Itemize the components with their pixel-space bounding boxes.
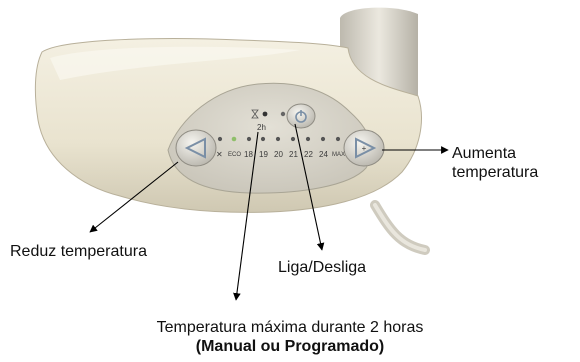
scale-max-label: MAX <box>332 152 345 158</box>
power-cable <box>375 205 425 250</box>
power-button[interactable] <box>287 104 315 128</box>
increase-label-line2: temperatura <box>452 163 538 183</box>
led-dot <box>263 112 268 117</box>
decrease-label: Reduz temperatura <box>10 242 147 262</box>
led-dot <box>306 137 310 141</box>
led-dot <box>276 137 280 141</box>
led-dot <box>218 137 222 141</box>
led-dot <box>321 137 325 141</box>
scale-eco-label: ECO <box>228 152 241 158</box>
scale-label: 22 <box>304 150 313 159</box>
led-dot <box>336 137 340 141</box>
scale-label: 18 <box>244 150 253 159</box>
max-temp-label-line2: (Manual ou Programado) <box>0 337 580 357</box>
led-dot <box>261 137 265 141</box>
decrease-button[interactable] <box>176 130 216 166</box>
led-dot <box>291 137 295 141</box>
temperature-scale: ✕ ECO 18 19 20 21 22 24 MAX <box>216 150 345 159</box>
max-temp-label-line1: Temperatura máxima durante 2 horas <box>0 318 580 338</box>
led-dot <box>232 137 237 142</box>
led-dot <box>281 112 285 116</box>
increase-label-line1: Aumenta <box>452 144 516 164</box>
power-label: Liga/Desliga <box>278 258 366 278</box>
scale-label: 20 <box>274 150 283 159</box>
scale-label: 19 <box>259 150 268 159</box>
led-dot <box>247 137 251 141</box>
scale-off-label: ✕ <box>216 150 223 159</box>
scale-label: 21 <box>289 150 298 159</box>
svg-text:+: + <box>362 144 367 153</box>
scale-label: 24 <box>319 150 328 159</box>
two-hour-label: 2h <box>257 123 266 132</box>
increase-button[interactable]: + <box>344 130 384 166</box>
